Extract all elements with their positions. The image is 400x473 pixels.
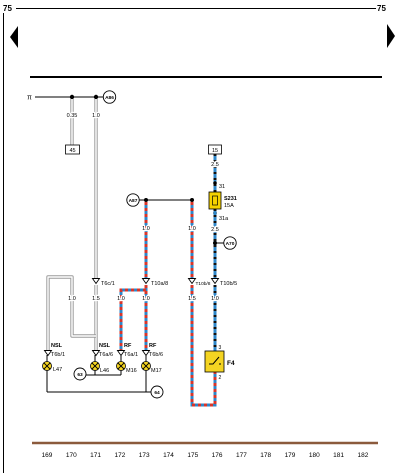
- wire-size-label: 1.5: [92, 296, 100, 302]
- lamp-m17-label: M17: [151, 368, 162, 374]
- column-number: 179: [285, 452, 296, 459]
- next-page-arrow-icon[interactable]: [387, 24, 395, 48]
- connector-t6a-1-label: T6a/1: [124, 352, 138, 358]
- lamp-l46-icon: [90, 361, 100, 371]
- connector-t6b-1-icon: [43, 350, 53, 357]
- column-number: 182: [357, 452, 368, 459]
- lamp-l47-label: L47: [53, 367, 62, 373]
- fuse-id-label: S231: [224, 196, 237, 202]
- wire-size-label: 1.0: [211, 296, 219, 302]
- column-number: 175: [187, 452, 198, 459]
- column-number: 169: [42, 452, 53, 459]
- page-number-right: 75: [377, 4, 386, 13]
- connector-t6a-1-icon: [116, 350, 126, 357]
- wire-l47-feed: [46, 275, 96, 351]
- fuse-in-terminal-label: 31: [219, 184, 225, 190]
- terminal-box-15-label: 15: [212, 148, 218, 154]
- wire-stripe: [119, 288, 146, 351]
- terminal-box-45: [65, 144, 80, 155]
- wire-stripe: [190, 285, 217, 407]
- wire-size-label: 1.0: [188, 226, 196, 232]
- junction-dot: [69, 94, 75, 100]
- switch-f4-label: F4: [227, 360, 235, 367]
- column-numbers: 169 170 171 172 173 174 175 176 177 178 179 180 181 1…: [42, 452, 369, 459]
- column-number: 177: [236, 452, 247, 459]
- lamp-filament: [117, 362, 125, 370]
- connector-t6c-1-label: T6c/1: [101, 281, 115, 287]
- wire-size-label: 1.0: [68, 296, 76, 302]
- connection-point-a70-label: A70: [226, 241, 235, 247]
- wire-m16-feed: [119, 288, 146, 351]
- connector-t10a-8-label: T10a/8: [151, 281, 168, 287]
- fuse-terminal-dot: [213, 181, 217, 185]
- connector-t6c-1-icon: [91, 278, 101, 285]
- lamp-m16-label: M16: [126, 368, 137, 374]
- wire-insulation: [190, 285, 217, 407]
- column-number: 171: [90, 452, 101, 459]
- connector-t6b-6-label: T6b/6: [149, 352, 163, 358]
- column-number: 176: [212, 452, 223, 459]
- wire-size-label: 1.0: [142, 226, 150, 232]
- lamp-l46-function: NSL: [99, 343, 111, 349]
- lamp-l47-icon: [42, 361, 52, 371]
- switch-contact-icon: [209, 356, 221, 365]
- switch-pin-top-label: 3: [219, 345, 222, 351]
- fuse-s231: [208, 191, 222, 210]
- ground-point-63: [73, 367, 87, 381]
- lamp-filament: [142, 362, 150, 370]
- lamp-l47-function: NSL: [51, 343, 63, 349]
- lamp-m16-function: RF: [124, 343, 132, 349]
- ground-point-63-label: 63: [77, 372, 83, 378]
- connector-t6a-6-label: T6a/6: [99, 352, 113, 358]
- wire-size-label: 1.5: [188, 296, 196, 302]
- connector-t10b-5-label: T10b/5: [220, 281, 237, 287]
- switch-pin-bottom-label: 2: [219, 375, 222, 381]
- lamp-m17-function: RF: [149, 343, 157, 349]
- terminal-box-45-label: 45: [69, 148, 75, 154]
- connector-t6b-6-icon: [141, 350, 151, 357]
- lamp-l46-label: L46: [100, 368, 109, 374]
- rail-label: π: [27, 95, 32, 102]
- fuse-rating-label: 15A: [224, 203, 234, 209]
- column-number: 174: [163, 452, 174, 459]
- column-number: 170: [66, 452, 77, 459]
- fuse-element: [212, 195, 218, 206]
- junction-dot: [190, 198, 194, 202]
- ground-point-64-label: 64: [154, 390, 160, 396]
- wire-size-label: 1.0: [92, 113, 100, 119]
- wire-size-label: 2.5: [211, 162, 219, 168]
- connection-point-a70: [223, 236, 237, 250]
- connection-point-a86-label: A86: [105, 95, 114, 101]
- ground-point-64: [150, 385, 164, 399]
- wire-size-label: 1.0: [117, 296, 125, 302]
- column-number: 180: [309, 452, 320, 459]
- connection-point-a87-label: A87: [129, 198, 138, 204]
- wire-size-label: 2.5: [211, 227, 219, 233]
- lamp-filament: [43, 362, 51, 370]
- junction-dot: [144, 198, 148, 202]
- connection-point-a86: [102, 90, 117, 104]
- fuse-out-terminal-label: 31a: [219, 216, 229, 222]
- column-number: 173: [139, 452, 150, 459]
- page-number-left: 75: [3, 4, 12, 13]
- connector-t10b-8-icon: [187, 278, 197, 285]
- lamp-m17-icon: [141, 361, 151, 371]
- connector-t10a-8-icon: [141, 278, 151, 285]
- lamp-m16-icon: [116, 361, 126, 371]
- wire-size-label: 1.0: [142, 296, 150, 302]
- previous-page-arrow-icon[interactable]: [10, 26, 18, 48]
- lamp-filament: [91, 362, 99, 370]
- wire-stripe: [47, 276, 96, 351]
- wire-f4-return: [190, 285, 217, 407]
- column-number: 178: [260, 452, 271, 459]
- connector-t6a-6-icon: [91, 350, 101, 357]
- connector-t10b-8-label: T10b/8: [196, 281, 211, 287]
- column-number: 181: [333, 452, 344, 459]
- connector-t6b-1-label: T6b/1: [51, 352, 65, 358]
- connector-t10b-5-icon: [210, 278, 220, 285]
- column-number: 172: [114, 452, 125, 459]
- wire-size-label: 0.35: [67, 113, 78, 119]
- junction-dot: [93, 94, 99, 100]
